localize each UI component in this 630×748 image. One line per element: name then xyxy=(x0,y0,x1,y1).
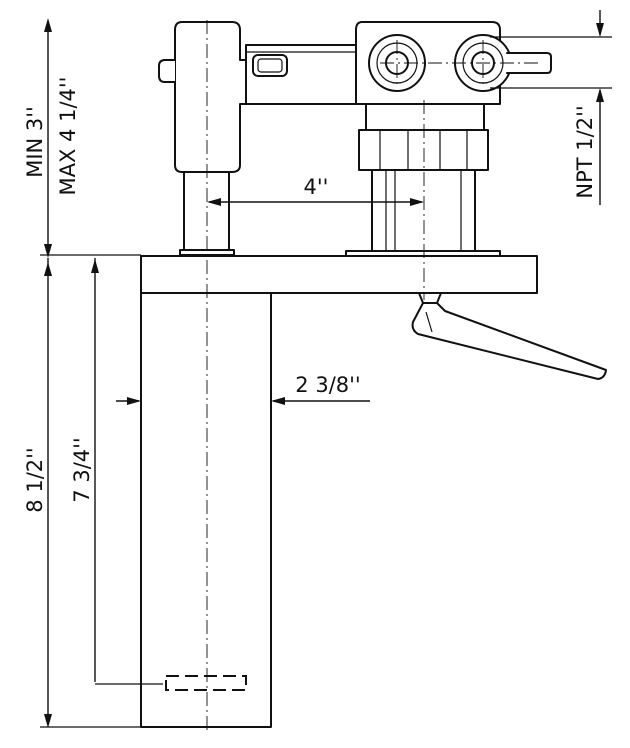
deck-plate xyxy=(140,255,538,294)
cartridge-neck xyxy=(365,103,485,131)
lever-hub xyxy=(418,292,442,304)
bridge-slot-inner xyxy=(257,58,283,73)
mixer-head xyxy=(158,21,552,173)
dimension-lines xyxy=(40,10,612,728)
lever-handle xyxy=(411,292,607,380)
bridge-slot xyxy=(252,54,288,77)
head-left-block xyxy=(174,21,247,173)
riser-pipe xyxy=(183,171,230,255)
hidden-outlet xyxy=(165,675,247,691)
label-body-width: 2 3/8'' xyxy=(295,373,360,397)
lower-body xyxy=(140,292,272,728)
label-center-distance: 4'' xyxy=(304,175,329,199)
label-min-height: MIN 3'' xyxy=(23,106,47,178)
cartridge-body xyxy=(345,103,501,257)
dimension-labels: MIN 3'' MAX 4 1/4'' NPT 1/2'' 4'' 2 3/8'… xyxy=(23,77,597,513)
label-max-height: MAX 4 1/4'' xyxy=(56,77,80,196)
cartridge-nut xyxy=(358,129,489,171)
cartridge-sleeve xyxy=(371,169,476,253)
label-body-length: 8 1/2'' xyxy=(23,447,47,512)
lever-arm xyxy=(411,302,607,380)
label-insertion-depth: 7 3/4'' xyxy=(70,437,94,502)
label-npt-thread: NPT 1/2'' xyxy=(573,105,597,198)
head-side-knob xyxy=(158,59,176,83)
center-lines xyxy=(206,20,540,730)
